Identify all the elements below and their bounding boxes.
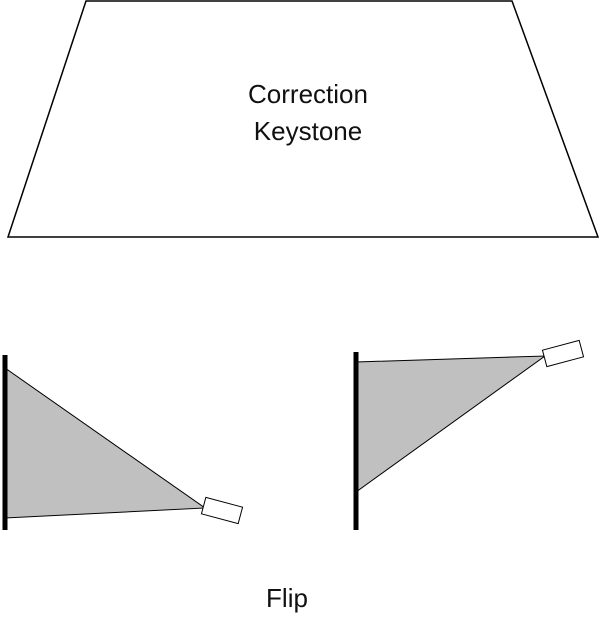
projection-beam-left xyxy=(4,367,207,519)
projector-right xyxy=(541,339,585,368)
projector-left xyxy=(200,496,244,525)
projection-right xyxy=(353,339,585,530)
keystone-title-line1: Correction xyxy=(248,79,368,109)
projection-beam-right xyxy=(355,355,547,493)
keystone-panel: Correction Keystone xyxy=(6,0,600,238)
flip-caption: Flip xyxy=(266,583,308,613)
keystone-title-line2: Keystone xyxy=(254,116,362,146)
projection-left xyxy=(2,355,244,530)
keystone-trapezoid xyxy=(6,0,600,238)
